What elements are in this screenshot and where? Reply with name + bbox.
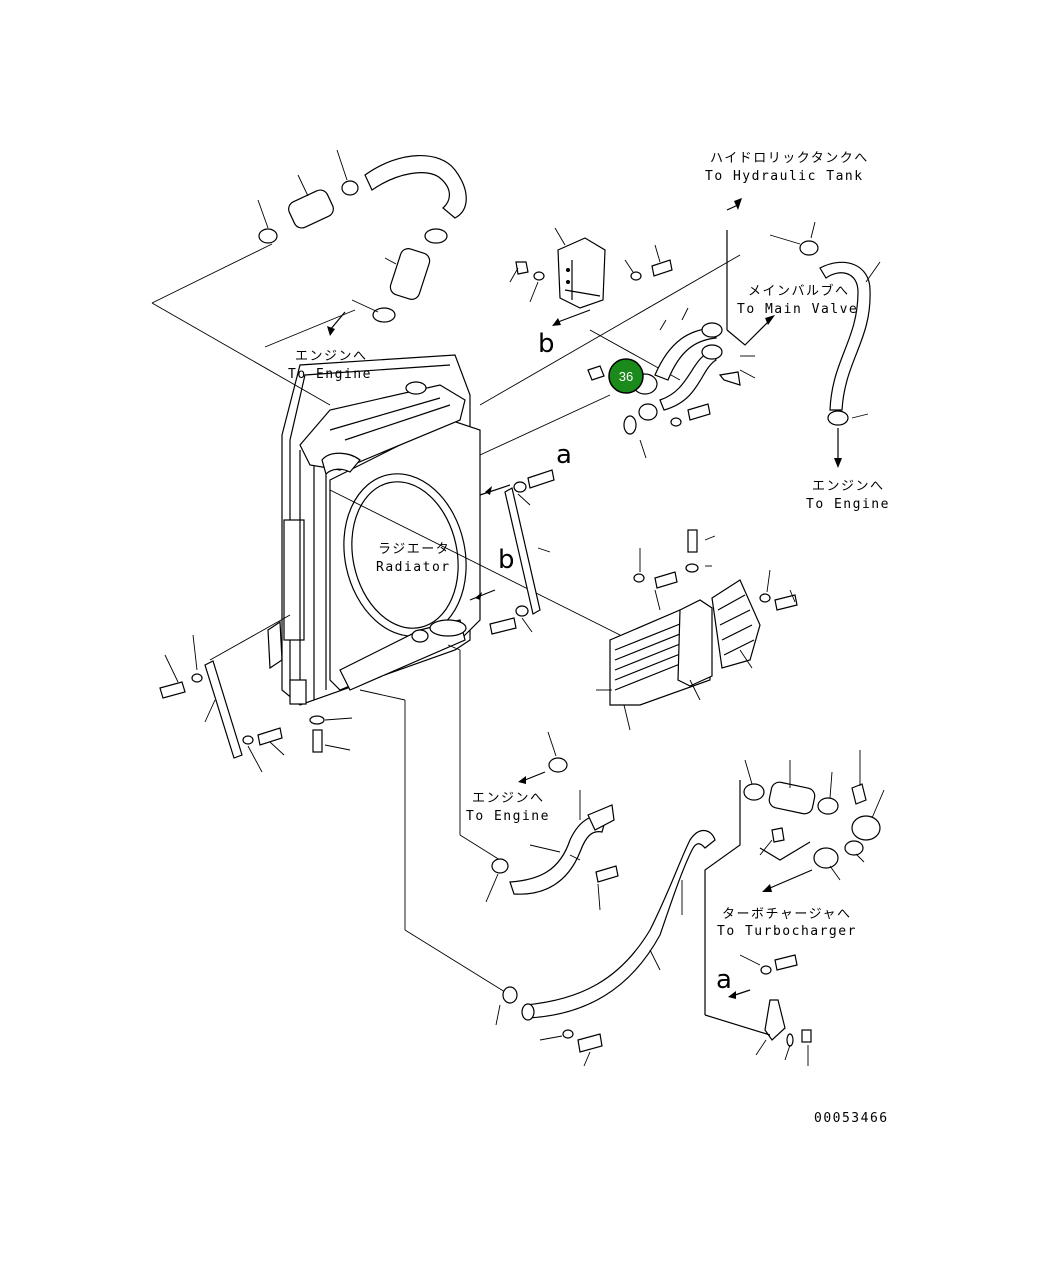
label-hydraulic-jp: ハイドロリックタンクへ	[710, 151, 869, 166]
label-turbo-jp: ターボチャージャへ	[722, 907, 851, 922]
ref-a-bottom: a	[716, 965, 732, 995]
hydraulic-lines	[587, 198, 775, 459]
label-turbo-en: To Turbocharger	[717, 924, 857, 939]
ref-b-top: b	[538, 329, 555, 359]
label-engine-bottom-en: To Engine	[466, 809, 550, 824]
label-radiator-jp: ラジエータ	[378, 542, 450, 557]
ref-b-mid: b	[498, 545, 515, 575]
label-engine-right-jp: エンジンへ	[812, 479, 885, 494]
turbo-pipe	[495, 780, 812, 1067]
part-callout-36[interactable]: 36	[608, 358, 644, 394]
upper-left-hoses	[257, 149, 467, 336]
stay-rods	[469, 469, 555, 635]
ref-a-top: a	[556, 440, 572, 470]
label-engine-right-en: To Engine	[806, 497, 890, 512]
callout-number: 36	[619, 369, 633, 384]
drawing-number: 00053466	[814, 1111, 889, 1126]
radiator-assembly	[267, 354, 481, 706]
left-stay	[159, 634, 353, 773]
turbo-hose-group	[743, 750, 885, 892]
label-main-valve-en: To Main Valve	[737, 302, 858, 317]
right-engine-hose	[769, 221, 881, 468]
guard-plates	[596, 529, 798, 731]
label-hydraulic-en: To Hydraulic Tank	[705, 169, 864, 184]
top-bracket-group	[509, 227, 673, 326]
lower-center-hose	[485, 731, 619, 911]
label-main-valve-jp: メインバルブへ	[748, 283, 850, 299]
text-labels: ハイドロリックタンクへ To Hydraulic Tank メインバルブへ To…	[288, 151, 890, 1126]
label-radiator-en: Radiator	[376, 560, 451, 575]
label-engine-left-en: To Engine	[288, 367, 372, 382]
leader-lines	[151, 243, 741, 993]
label-engine-left-jp: エンジンへ	[295, 349, 368, 364]
label-engine-bottom-jp: エンジンへ	[472, 791, 545, 806]
